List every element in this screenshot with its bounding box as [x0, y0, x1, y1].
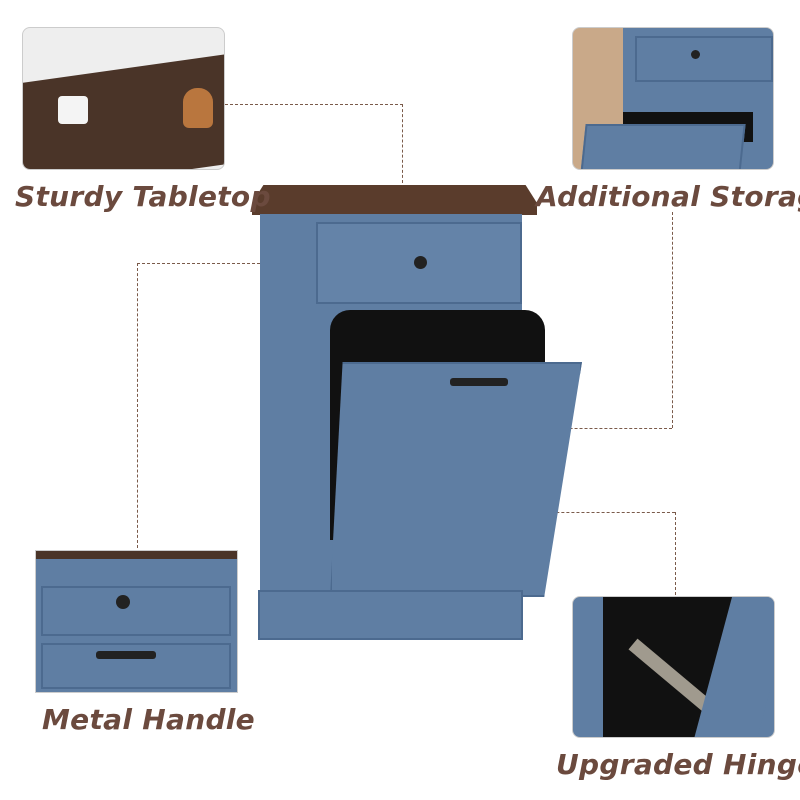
- storage-detail-photo: [572, 27, 774, 170]
- leader-line-storage: [672, 212, 673, 428]
- leader-line-hinges-v: [675, 512, 676, 595]
- tabletop: [252, 185, 537, 215]
- leader-line-handle-v: [137, 263, 138, 548]
- label-metal-handle: Metal Handle: [42, 703, 255, 736]
- tilt-out-door: [330, 362, 582, 597]
- label-upgraded-hinges: Upgraded Hinges: [556, 748, 800, 781]
- leader-line-storage-h: [500, 428, 672, 429]
- leader-line-tabletop-v: [402, 104, 403, 188]
- drawer-knob: [414, 256, 427, 269]
- leader-line-tabletop: [225, 104, 403, 105]
- label-additional-storage: Additional Storage: [536, 180, 800, 213]
- handle-detail-photo: [35, 550, 238, 693]
- tabletop-detail-photo: [22, 27, 225, 170]
- door-handle: [450, 378, 508, 386]
- hinges-detail-photo: [572, 596, 775, 738]
- label-sturdy-tabletop: Sturdy Tabletop: [15, 180, 271, 213]
